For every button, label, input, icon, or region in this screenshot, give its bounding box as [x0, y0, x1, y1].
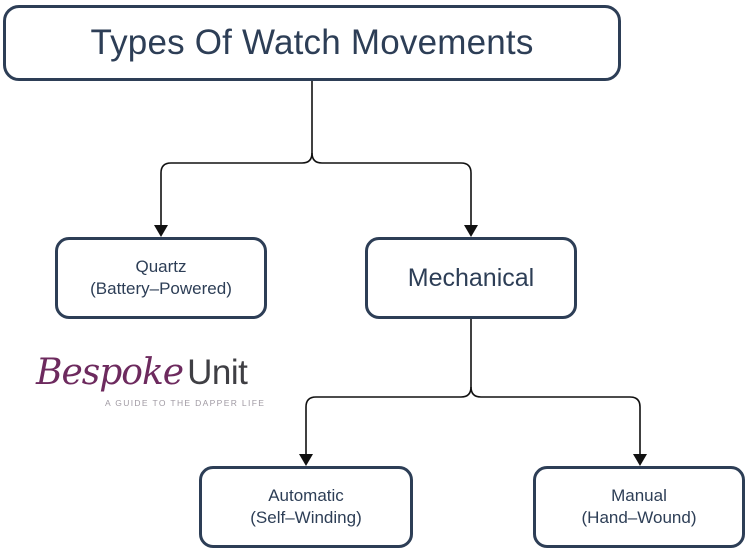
brand-script-text: Bespoke — [36, 352, 184, 393]
edge-mechanical-to-manual — [470, 386, 641, 454]
arrowhead-manual — [633, 454, 647, 466]
node-manual[interactable]: Manual (Hand–Wound) — [533, 466, 745, 548]
node-manual-label-line2: (Hand–Wound) — [581, 508, 697, 527]
edge-title-to-mechanical — [311, 152, 472, 225]
node-automatic-label-line2: (Self–Winding) — [250, 508, 362, 527]
node-quartz[interactable]: Quartz (Battery–Powered) — [55, 237, 267, 319]
node-title[interactable]: Types Of Watch Movements — [3, 5, 621, 81]
node-mechanical[interactable]: Mechanical — [365, 237, 577, 319]
node-automatic-label-line1: Automatic — [268, 486, 344, 506]
node-automatic[interactable]: Automatic (Self–Winding) — [199, 466, 413, 548]
brand-tagline: A GUIDE TO THE DAPPER LIFE — [105, 398, 266, 408]
node-quartz-label-line2: (Battery–Powered) — [90, 279, 232, 298]
node-title-label: Types Of Watch Movements — [90, 22, 534, 62]
node-mechanical-label: Mechanical — [407, 264, 535, 292]
edge-mechanical-to-automatic — [305, 386, 472, 454]
arrowhead-automatic — [299, 454, 313, 466]
brand-sans-text: Unit — [187, 353, 248, 392]
arrowhead-mechanical — [464, 225, 478, 237]
node-quartz-label-line1: Quartz — [135, 257, 187, 277]
edge-title-to-quartz — [160, 152, 313, 225]
arrowhead-quartz — [154, 225, 168, 237]
node-manual-label-line1: Manual — [611, 486, 667, 506]
